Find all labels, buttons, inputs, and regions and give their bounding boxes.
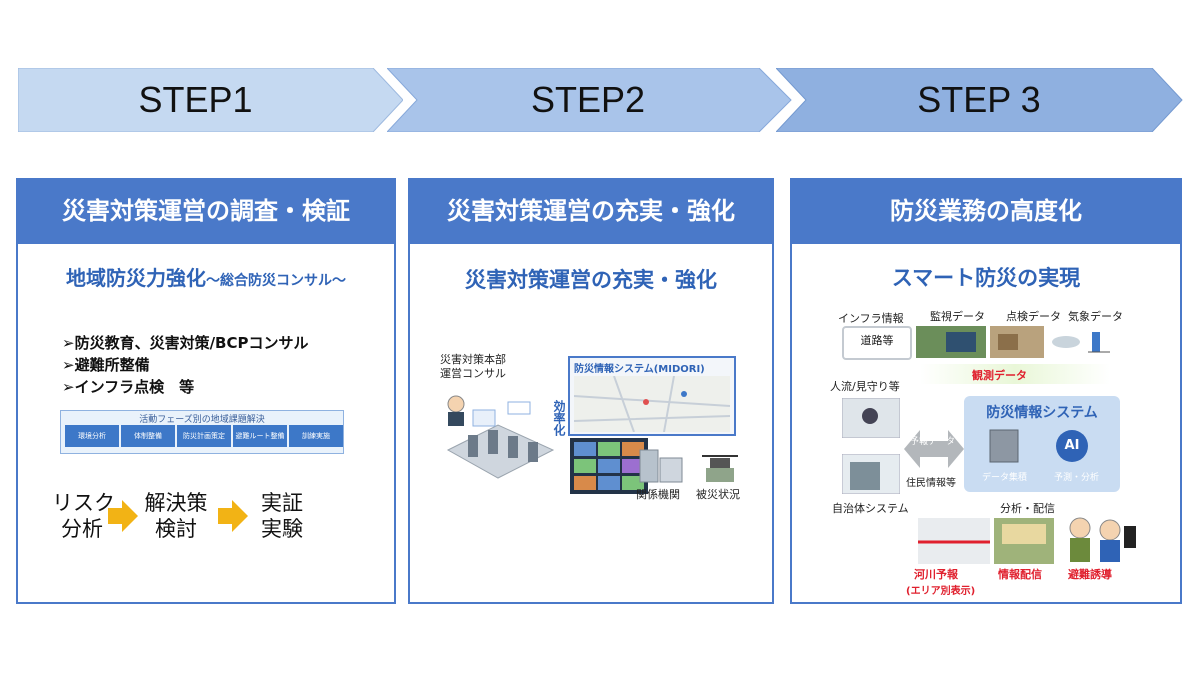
prediction-label: 予測・分析	[1054, 473, 1100, 483]
infra-info-label: インフラ情報	[838, 312, 904, 325]
server-icon	[989, 429, 1019, 463]
panel-subtitle: スマート防災の実現	[891, 266, 1081, 290]
forecast-data-label: 予報データ	[910, 437, 956, 447]
flow-step-solution: 解決策 検討	[144, 491, 208, 541]
related-org-label: 関係機関	[636, 488, 680, 501]
phase-chevron: 体制整備	[121, 425, 175, 447]
hq-label: 災害対策本部 運営コンサル	[440, 353, 506, 380]
info-delivery-image	[994, 518, 1054, 564]
panel-subtitle: 災害対策運営の充実・強化	[465, 268, 717, 292]
observation-label: 観測データ	[972, 369, 1027, 382]
bullet-item: ➢インフラ点検 等	[62, 378, 195, 396]
info-delivery-label: 情報配信	[998, 568, 1042, 581]
midori-window: 防災情報システム(MIDORI)	[568, 356, 736, 436]
phase-chevron: 訓練実施	[289, 425, 343, 447]
subtitle-suffix: ～総合防災コンサル～	[206, 273, 346, 289]
bidirectional-arrow-icon	[904, 430, 964, 468]
step-arrow-3: STEP 3	[776, 68, 1184, 132]
flow-arrow-icon	[218, 500, 248, 532]
panel-subtitle: 地域防災力強化～総合防災コンサル～	[16, 262, 396, 291]
bullet-item: ➢防災教育、災害対策/BCPコンサル	[62, 334, 309, 352]
step-label: STEP 3	[917, 79, 1041, 120]
command-room-illustration	[446, 395, 555, 479]
step-label: STEP2	[530, 79, 646, 120]
municipal-building-image	[842, 454, 900, 494]
disaster-info-system-box: 防災情報システム AI データ集積 予測・分析	[964, 396, 1120, 492]
river-forecast-label: 河川予報	[914, 568, 958, 581]
municipal-system-label: 自治体システム	[832, 502, 909, 515]
flow-step-risk: リスク 分析	[52, 491, 115, 541]
panel-header: 災害対策運営の充実・強化	[410, 180, 772, 244]
weather-icons	[1052, 332, 1110, 353]
system-title: 防災情報システム	[986, 405, 1098, 421]
monitoring-image	[916, 326, 986, 358]
observation-bar: 観測データ	[920, 364, 1110, 384]
evacuation-label: 避難誘導	[1068, 568, 1112, 581]
step-arrow-2: STEP2	[387, 68, 792, 132]
phase-chevron: 防災計画策定	[177, 425, 231, 447]
area-display-label: (エリア別表示)	[906, 586, 976, 597]
drone-icon	[702, 455, 738, 482]
resident-info-label: 住民情報等	[906, 478, 956, 489]
step-arrow-shape	[776, 68, 1183, 132]
bullet-item: ➢避難所整備	[62, 356, 150, 374]
people-flow-label: 人流/見守り等	[830, 380, 900, 393]
phase-title: 活動フェーズ別の地域課題解決	[139, 415, 265, 425]
step-arrow-shape	[387, 68, 792, 132]
damage-status-label: 被災状況	[696, 488, 740, 501]
inspection-image	[990, 326, 1044, 358]
building-icon	[639, 449, 683, 483]
phase-chevron: 環境分析	[65, 425, 119, 447]
data-accumulation-label: データ集積	[982, 473, 1028, 483]
ai-badge: AI	[1056, 430, 1088, 462]
monitoring-data-label: 監視データ	[930, 310, 985, 323]
panel-header: 防災業務の高度化	[792, 180, 1180, 244]
river-forecast-image	[918, 518, 990, 564]
step-label: STEP1	[138, 79, 253, 120]
map-graphic	[574, 376, 730, 432]
weather-data-label: 気象データ	[1068, 310, 1123, 323]
phase-chevron: 避難ルート整備	[233, 425, 287, 447]
flow-step-experiment: 実証 実験	[261, 491, 303, 541]
midori-title: 防災情報システム(MIDORI)	[574, 364, 705, 375]
infra-box-label: 道路等	[860, 334, 894, 347]
infra-box: 道路等	[842, 326, 912, 360]
flow-arrow-icon	[108, 500, 138, 532]
inspection-data-label: 点検データ	[1006, 310, 1061, 323]
monitor-wall-illustration	[570, 438, 648, 494]
step-arrow-shape	[18, 68, 403, 132]
phase-strip: 活動フェーズ別の地域課題解決 環境分析 体制整備 防災計画策定 避難ルート整備 …	[60, 410, 344, 454]
subtitle-main: 地域防災力強化	[66, 266, 206, 290]
evacuation-image	[1069, 517, 1136, 562]
panel-step1: 災害対策運営の調査・検証	[16, 178, 396, 604]
step-arrow-1: STEP1	[18, 68, 403, 132]
camera-image	[842, 398, 900, 438]
distribution-label: 分析・配信	[1000, 502, 1055, 515]
efficiency-label: 効率化	[552, 400, 566, 436]
panel-header: 災害対策運営の調査・検証	[18, 180, 394, 244]
ai-text: AI	[1064, 438, 1080, 453]
